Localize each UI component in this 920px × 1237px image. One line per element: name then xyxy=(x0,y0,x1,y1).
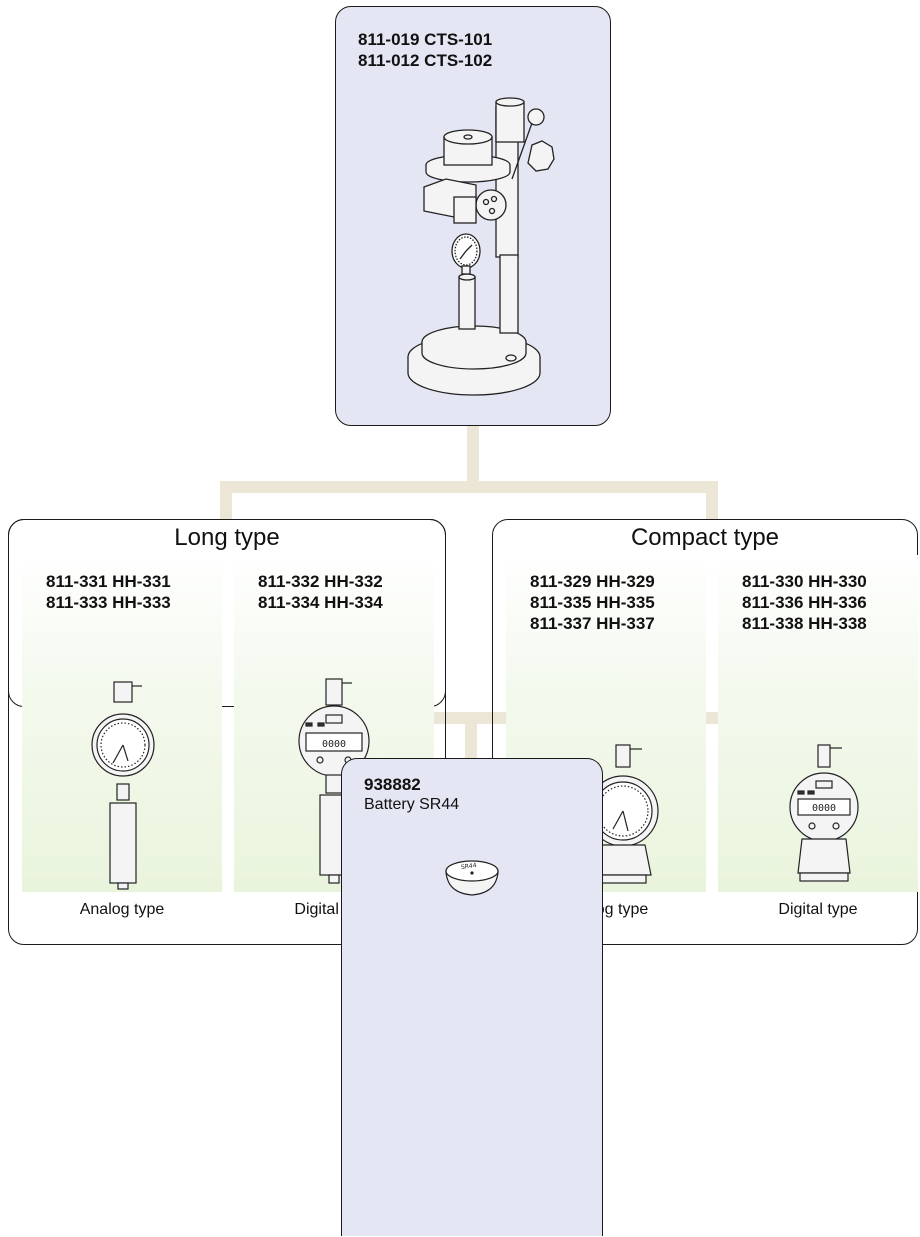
model-code: 811-335 HH-335 xyxy=(530,593,655,612)
long-analog-codes: 811-331 HH-331 811-333 HH-333 xyxy=(46,571,171,613)
compact-analog-durometer-illustration xyxy=(587,744,659,884)
model-code: 811-337 HH-337 xyxy=(530,614,655,633)
model-code: 811-330 HH-330 xyxy=(742,572,867,591)
long-digital-codes: 811-332 HH-332 811-334 HH-334 xyxy=(258,571,383,613)
compact-type-title: Compact type xyxy=(630,524,780,551)
stand-code-1: 811-019 CTS-101 xyxy=(358,30,493,49)
compact-digital-codes: 811-330 HH-330 811-336 HH-336 811-338 HH… xyxy=(742,571,867,634)
model-code: 811-331 HH-331 xyxy=(46,572,171,591)
compact-analog-panel: 811-329 HH-329 811-335 HH-335 811-337 HH… xyxy=(506,555,706,892)
battery-box: 938882 Battery SR44 SR44 xyxy=(341,758,603,1236)
button-battery-illustration: SR44 xyxy=(445,860,499,896)
compact-digital-panel: 811-330 HH-330 811-336 HH-336 811-338 HH… xyxy=(718,555,918,892)
battery-name: Battery SR44 xyxy=(364,796,460,813)
long-type-title: Long type xyxy=(174,524,280,551)
long-analog-label: Analog type xyxy=(79,901,165,918)
compact-digital-durometer-illustration: 0000 xyxy=(789,744,859,882)
compact-analog-codes: 811-329 HH-329 811-335 HH-335 811-337 HH… xyxy=(530,571,655,634)
battery-marking: SR44 xyxy=(461,862,478,871)
stand-box: 811-019 CTS-101 811-012 CTS-102 xyxy=(335,6,611,426)
model-code: 811-336 HH-336 xyxy=(742,593,867,612)
hardness-tester-stand-illustration xyxy=(407,97,555,396)
stand-codes: 811-019 CTS-101 811-012 CTS-102 xyxy=(358,29,492,71)
model-code: 811-333 HH-333 xyxy=(46,593,171,612)
model-code: 811-334 HH-334 xyxy=(258,593,383,612)
compact-digital-label: Digital type xyxy=(778,901,858,918)
long-type-border xyxy=(8,519,446,945)
battery-code: 938882 xyxy=(364,775,421,794)
model-code: 811-332 HH-332 xyxy=(258,572,383,591)
long-analog-panel: 811-331 HH-331 811-333 HH-333 xyxy=(22,555,222,892)
model-code: 811-329 HH-329 xyxy=(530,572,655,591)
long-analog-durometer-illustration xyxy=(91,681,155,890)
long-digital-display: 0000 xyxy=(322,739,346,750)
model-code: 811-338 HH-338 xyxy=(742,614,867,633)
compact-digital-display: 0000 xyxy=(812,803,836,814)
stand-code-2: 811-012 CTS-102 xyxy=(358,51,493,70)
